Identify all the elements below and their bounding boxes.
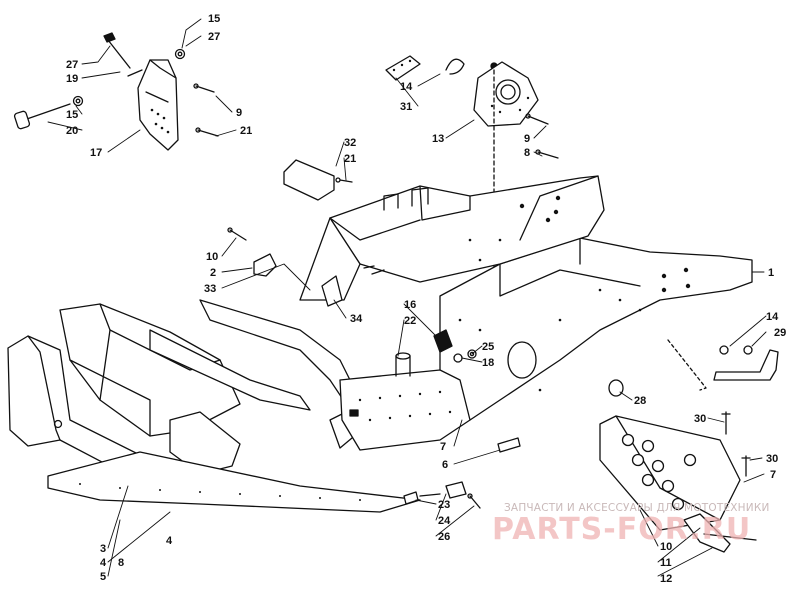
callout-8-bottom: 8 (118, 557, 124, 569)
callout-labels: 15 27 27 19 15 20 17 9 21 14 31 13 9 8 3… (66, 13, 786, 585)
callout-14-right: 14 (766, 311, 779, 323)
callout-30-lower: 30 (766, 453, 778, 465)
callout-12: 12 (660, 573, 672, 585)
callout-22: 22 (404, 315, 416, 327)
callout-4-right: 4 (166, 535, 173, 547)
callout-3: 3 (100, 543, 106, 555)
callout-20: 20 (66, 125, 78, 137)
watermark: ЗАПЧАСТИ И АКСЕССУАРЫ ДЛЯ МОТОТЕХНИКИ PA… (478, 502, 798, 552)
callout-33: 33 (204, 283, 216, 295)
callout-11: 11 (660, 557, 672, 569)
callout-14-top: 14 (400, 81, 413, 93)
callout-9-left: 9 (236, 107, 242, 119)
callout-28: 28 (634, 395, 646, 407)
watermark-brand: PARTS-FOR.RU (492, 512, 752, 547)
callout-29: 29 (774, 327, 786, 339)
callout-21-center: 21 (344, 153, 356, 165)
callout-10-bottom: 10 (660, 541, 672, 553)
callout-2: 2 (210, 267, 216, 279)
callout-9-center: 9 (524, 133, 530, 145)
callout-25: 25 (482, 341, 494, 353)
plate-32 (283, 159, 353, 201)
leader-lines (47, 18, 767, 577)
callout-4-left: 4 (100, 557, 107, 569)
latch-parts (403, 481, 481, 509)
steering-support-plates (385, 55, 559, 281)
callout-27-top: 27 (208, 31, 220, 43)
callout-15-left: 15 (66, 109, 78, 121)
rear-bumper-hardware (608, 339, 779, 477)
callout-26: 26 (438, 531, 450, 543)
callout-21-left: 21 (240, 125, 252, 137)
callout-19: 19 (66, 73, 78, 85)
callout-5: 5 (100, 571, 106, 583)
callout-32: 32 (344, 137, 356, 149)
callout-1: 1 (768, 267, 774, 279)
callout-31: 31 (400, 101, 412, 113)
callout-27-left: 27 (66, 59, 78, 71)
watermark-caption: ЗАПЧАСТИ И АКСЕССУАРЫ ДЛЯ МОТОТЕХНИКИ (504, 502, 770, 514)
callout-30-upper: 30 (694, 413, 706, 425)
callout-7-right: 7 (770, 469, 776, 481)
front-nose-frame (7, 299, 421, 513)
callout-15-top: 15 (208, 13, 220, 25)
footrest-plate (497, 415, 757, 553)
callout-18: 18 (482, 357, 494, 369)
front-bracket-assembly (13, 32, 219, 151)
bracket-33-and-strap-34 (227, 227, 343, 307)
callout-7-center: 7 (440, 441, 446, 453)
callout-6: 6 (442, 459, 448, 471)
center-bulkhead (339, 329, 477, 451)
callout-34: 34 (350, 313, 363, 325)
callout-24: 24 (438, 515, 451, 527)
callout-10-left: 10 (206, 251, 218, 263)
callout-13: 13 (432, 133, 444, 145)
main-frame-tunnel (299, 175, 753, 421)
callout-23: 23 (438, 499, 450, 511)
callout-8-center: 8 (524, 147, 530, 159)
callout-16: 16 (404, 299, 416, 311)
callout-17: 17 (90, 147, 102, 159)
